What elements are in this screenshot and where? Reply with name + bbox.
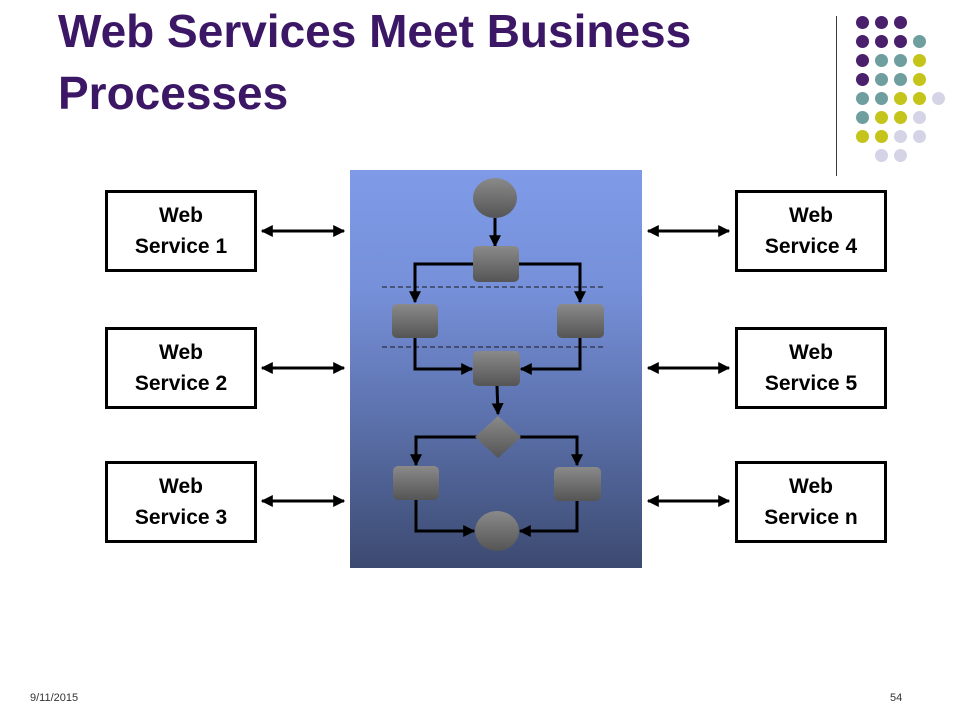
decision-gateway-node xyxy=(475,416,521,458)
web-service-5-line2: Service 5 xyxy=(764,372,858,395)
task-node-left xyxy=(392,304,438,338)
decor-dot xyxy=(875,92,888,105)
decor-dot xyxy=(875,149,888,162)
web-service-n-line1: Web xyxy=(789,475,833,498)
web-service-1-line2: Service 1 xyxy=(134,235,228,258)
decor-dot xyxy=(875,111,888,124)
web-service-2-line1: Web xyxy=(159,341,203,364)
decor-dot xyxy=(894,16,907,29)
decor-dot xyxy=(856,130,869,143)
decor-dot xyxy=(856,92,869,105)
end-event-node xyxy=(475,511,519,551)
decor-dot xyxy=(894,149,907,162)
flow-right-to-end xyxy=(518,500,579,537)
web-service-2-line2: Service 2 xyxy=(134,372,228,395)
task-node-branch-left xyxy=(393,466,439,500)
flow-join-right xyxy=(519,338,582,375)
decor-dot xyxy=(894,130,907,143)
decor-dot xyxy=(932,92,945,105)
decor-dot xyxy=(856,35,869,48)
decor-dot xyxy=(856,16,869,29)
decor-dot xyxy=(913,54,926,67)
decor-dot xyxy=(856,73,869,86)
decor-divider-line xyxy=(836,16,837,176)
decor-dot xyxy=(875,54,888,67)
decor-dot xyxy=(913,130,926,143)
decor-dot xyxy=(894,54,907,67)
task-node-branch-right xyxy=(554,467,601,501)
flow-task-to-decision xyxy=(491,385,504,416)
task-node-join xyxy=(473,351,520,386)
decor-dot xyxy=(913,111,926,124)
task-node-right xyxy=(557,304,604,338)
web-service-n-line2: Service n xyxy=(764,506,858,529)
web-service-4-line1: Web xyxy=(789,204,833,227)
footer-date: 9/11/2015 xyxy=(30,692,79,704)
decor-dot xyxy=(875,130,888,143)
flow-split-left xyxy=(409,262,474,304)
flow-left-to-end xyxy=(414,500,476,537)
flow-decision-left xyxy=(410,435,477,467)
flow-split-right xyxy=(518,262,586,304)
slide-title: Web Services Meet Business Processes xyxy=(58,5,692,119)
decor-dot xyxy=(856,111,869,124)
decor-dot xyxy=(894,92,907,105)
page-number: 54 xyxy=(890,692,903,704)
web-service-4-line2: Service 4 xyxy=(764,235,858,258)
decor-dot xyxy=(913,73,926,86)
decor-dot xyxy=(875,35,888,48)
web-service-1-line1: Web xyxy=(159,204,203,227)
decor-dot xyxy=(913,92,926,105)
web-service-5-line1: Web xyxy=(789,341,833,364)
task-node-top xyxy=(473,246,519,282)
decor-dot xyxy=(875,16,888,29)
decor-dot xyxy=(856,54,869,67)
decor-dot xyxy=(875,73,888,86)
flow-decision-right xyxy=(520,435,583,467)
flow-join-left xyxy=(413,338,474,375)
web-service-3-line1: Web xyxy=(159,475,203,498)
start-event-node xyxy=(473,178,517,218)
decor-dot xyxy=(894,73,907,86)
decor-dot xyxy=(894,111,907,124)
decor-dot xyxy=(894,35,907,48)
web-service-3-line2: Service 3 xyxy=(134,506,228,529)
decor-dot xyxy=(913,35,926,48)
